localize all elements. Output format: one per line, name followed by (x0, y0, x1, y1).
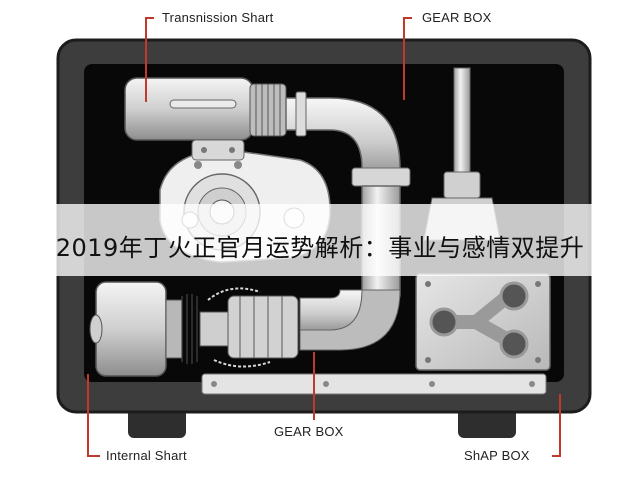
callout-lines (87, 17, 561, 457)
callout-line-gear-box-top (403, 17, 412, 100)
label-internal-shaft: Internal Shart (106, 448, 187, 463)
transmission-motor (124, 77, 287, 141)
base-rail (201, 373, 547, 395)
overlay-banner-text: 2019年丁火正官月运势解析：事业与感情双提升 (55, 234, 585, 262)
internal-shaft-drum (89, 281, 299, 377)
gear-box (415, 273, 551, 371)
label-gear-box-bottom: GEAR BOX (274, 424, 344, 439)
label-gear-box-top: GEAR BOX (422, 10, 492, 25)
label-transmission-shaft: Transnission Shart (162, 10, 274, 25)
overlay-banner (0, 204, 640, 276)
callout-line-transmission-shaft (145, 17, 154, 102)
label-shap-box: ShAP BOX (464, 448, 530, 463)
callout-line-shap-box (552, 394, 561, 457)
callout-line-internal-shaft (87, 374, 100, 457)
